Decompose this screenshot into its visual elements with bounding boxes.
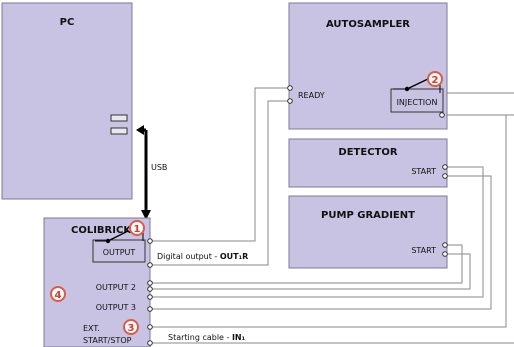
usb-arrow-left-icon xyxy=(136,125,144,135)
svg-text:3: 3 xyxy=(128,323,135,334)
pc-title: PC xyxy=(60,17,75,28)
output2-pin-2 xyxy=(147,286,153,292)
detector-block xyxy=(288,138,448,188)
wire-ready-1 xyxy=(150,87,290,242)
detector-start-pin-2 xyxy=(442,173,448,179)
svg-text:1: 1 xyxy=(134,224,141,235)
output3-pin-2 xyxy=(147,306,153,312)
autosampler-ready-label: READY xyxy=(298,91,325,100)
autosampler-title: AUTOSAMPLER xyxy=(326,19,410,30)
colibrick-startstop-label: START/STOP xyxy=(83,336,132,345)
ready-pin-2 xyxy=(287,98,293,104)
badge-2: 2 xyxy=(427,71,443,87)
usb-arrow-down-icon xyxy=(141,210,151,220)
ready-pin-1 xyxy=(287,85,293,91)
wire-pump-2 xyxy=(150,253,471,290)
svg-text:4: 4 xyxy=(55,290,62,301)
output-pin-1 xyxy=(147,238,153,244)
colibrick-output3-label: OUTPUT 3 xyxy=(96,303,136,312)
svg-text:2: 2 xyxy=(432,75,439,86)
colibrick-ext-label: EXT. xyxy=(83,324,100,333)
injection-box xyxy=(390,88,444,113)
pump-start-pin-2 xyxy=(442,251,448,257)
badge-1: 1 xyxy=(129,220,145,236)
wire-detector-2 xyxy=(150,175,492,310)
usb-port-icon-2 xyxy=(110,127,128,135)
pump-block xyxy=(288,195,448,269)
pump-start-pin-1 xyxy=(442,242,448,248)
wires xyxy=(150,87,514,344)
digital-output-label: Digital output - OUT₁R xyxy=(157,252,248,261)
wire-pump-1 xyxy=(150,244,463,284)
starting-cable-label: Starting cable - IN₁ xyxy=(168,333,246,342)
usb-port-icon xyxy=(110,114,128,122)
output-box xyxy=(92,239,146,263)
detector-title: DETECTOR xyxy=(338,147,397,158)
detector-start-pin-1 xyxy=(442,164,448,170)
output2-pin-1 xyxy=(147,280,153,286)
badge-3: 3 xyxy=(123,319,139,335)
detector-start-label: START xyxy=(411,167,436,176)
pc-block xyxy=(1,2,133,200)
injection-pin xyxy=(439,112,445,118)
autosampler-injection-label: INJECTION xyxy=(397,98,438,107)
wire-ready-2 xyxy=(150,100,290,266)
ext-pin-2 xyxy=(147,340,153,346)
wire-start-1 xyxy=(150,114,514,328)
output-pin-2 xyxy=(147,262,153,268)
pump-start-label: START xyxy=(411,246,436,255)
colibrick-title: COLIBRICK xyxy=(71,225,132,236)
wire-detector-1 xyxy=(150,166,484,298)
output-switch-lever xyxy=(107,230,129,242)
colibrick-output-label: OUTPUT xyxy=(103,248,136,257)
output3-pin-1 xyxy=(147,294,153,300)
colibrick-output2-label: OUTPUT 2 xyxy=(96,283,136,292)
ext-pin-1 xyxy=(147,324,153,330)
usb-label: USB xyxy=(151,163,167,172)
injection-switch-lever xyxy=(406,77,431,90)
badge-4: 4 xyxy=(50,286,66,302)
pump-title: PUMP GRADIENT xyxy=(321,210,415,221)
